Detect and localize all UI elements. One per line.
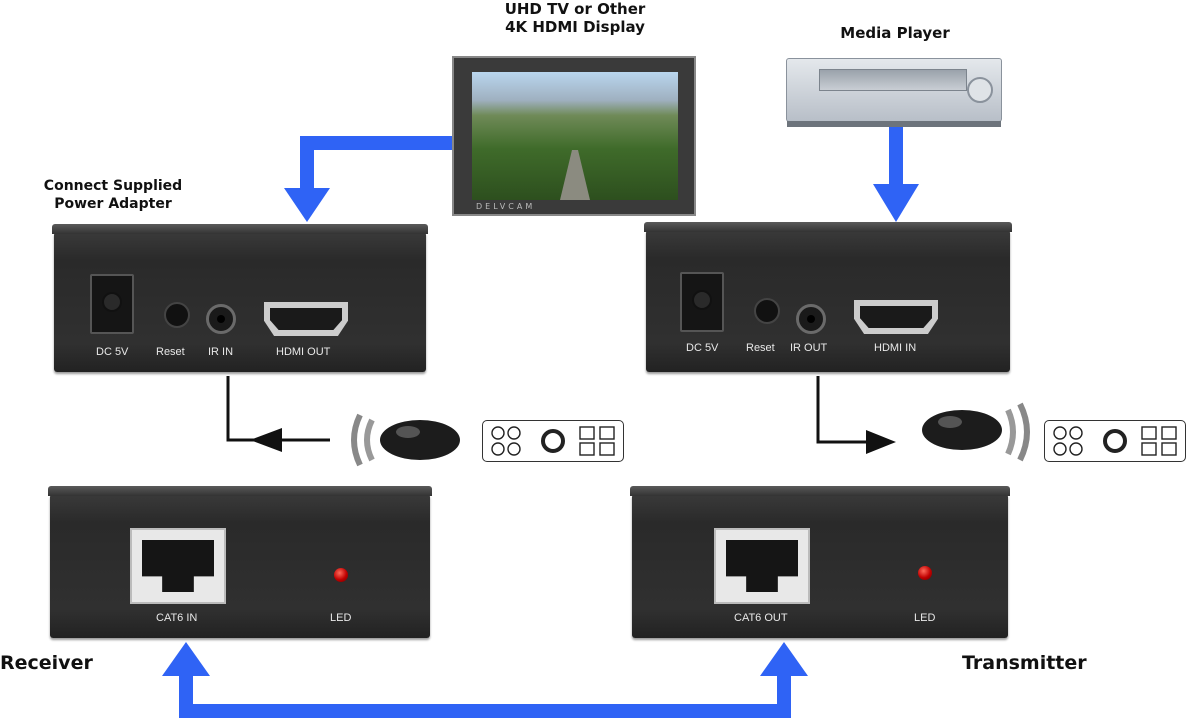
dc-label: DC 5V xyxy=(686,342,719,354)
ir-receiver-eye-icon xyxy=(351,413,460,467)
dc-label: DC 5V xyxy=(96,346,129,358)
tv-display: DELVCAM xyxy=(452,56,696,216)
hdmi-label: HDMI OUT xyxy=(276,346,331,358)
remote-control-left xyxy=(482,420,624,462)
ir-label: IR OUT xyxy=(790,342,828,354)
tv-brand: DELVCAM xyxy=(476,202,536,211)
cat6-in-port xyxy=(130,528,226,604)
media-player-foot xyxy=(787,121,1001,127)
transmitter-label: Transmitter xyxy=(962,652,1087,674)
transmitter-bottom-unit: CAT6 OUT LED xyxy=(630,486,1010,638)
display-label: UHD TV or Other 4K HDMI Display xyxy=(504,0,646,36)
remote-buttons-icon xyxy=(491,426,615,456)
led-indicator-icon xyxy=(918,566,932,580)
power-adapter-label: Connect Supplied Power Adapter xyxy=(43,178,183,212)
ir-blaster-icon xyxy=(922,402,1030,462)
receiver-top-unit: DC 5V Reset IR IN HDMI OUT xyxy=(52,224,428,372)
dc-power-port xyxy=(90,274,134,334)
dc-power-port xyxy=(680,272,724,332)
hdmi-out-port xyxy=(264,302,348,336)
reset-button xyxy=(164,302,190,328)
led-label: LED xyxy=(330,612,352,624)
ir-out-jack xyxy=(796,304,826,334)
media-player-label: Media Player xyxy=(840,24,950,42)
hdmi-in-port xyxy=(854,300,938,334)
remote-control-right xyxy=(1044,420,1186,462)
remote-buttons-icon xyxy=(1053,426,1177,456)
ir-in-jack xyxy=(206,304,236,334)
reset-label: Reset xyxy=(746,342,775,354)
disc-tray xyxy=(819,69,967,91)
receiver-bottom-unit: CAT6 IN LED xyxy=(48,486,432,638)
led-label: LED xyxy=(914,612,936,624)
cat6-out-port xyxy=(714,528,810,604)
led-indicator-icon xyxy=(334,568,348,582)
cat-label: CAT6 IN xyxy=(156,612,198,624)
media-player-knob-icon xyxy=(967,77,993,103)
transmitter-top-unit: DC 5V Reset IR OUT HDMI IN xyxy=(644,222,1012,372)
receiver-label: Receiver xyxy=(0,652,93,674)
reset-button xyxy=(754,298,780,324)
reset-label: Reset xyxy=(156,346,185,358)
hdmi-label: HDMI IN xyxy=(874,342,917,354)
media-player xyxy=(786,58,1002,127)
cat-label: CAT6 OUT xyxy=(734,612,788,624)
ir-label: IR IN xyxy=(208,346,234,358)
